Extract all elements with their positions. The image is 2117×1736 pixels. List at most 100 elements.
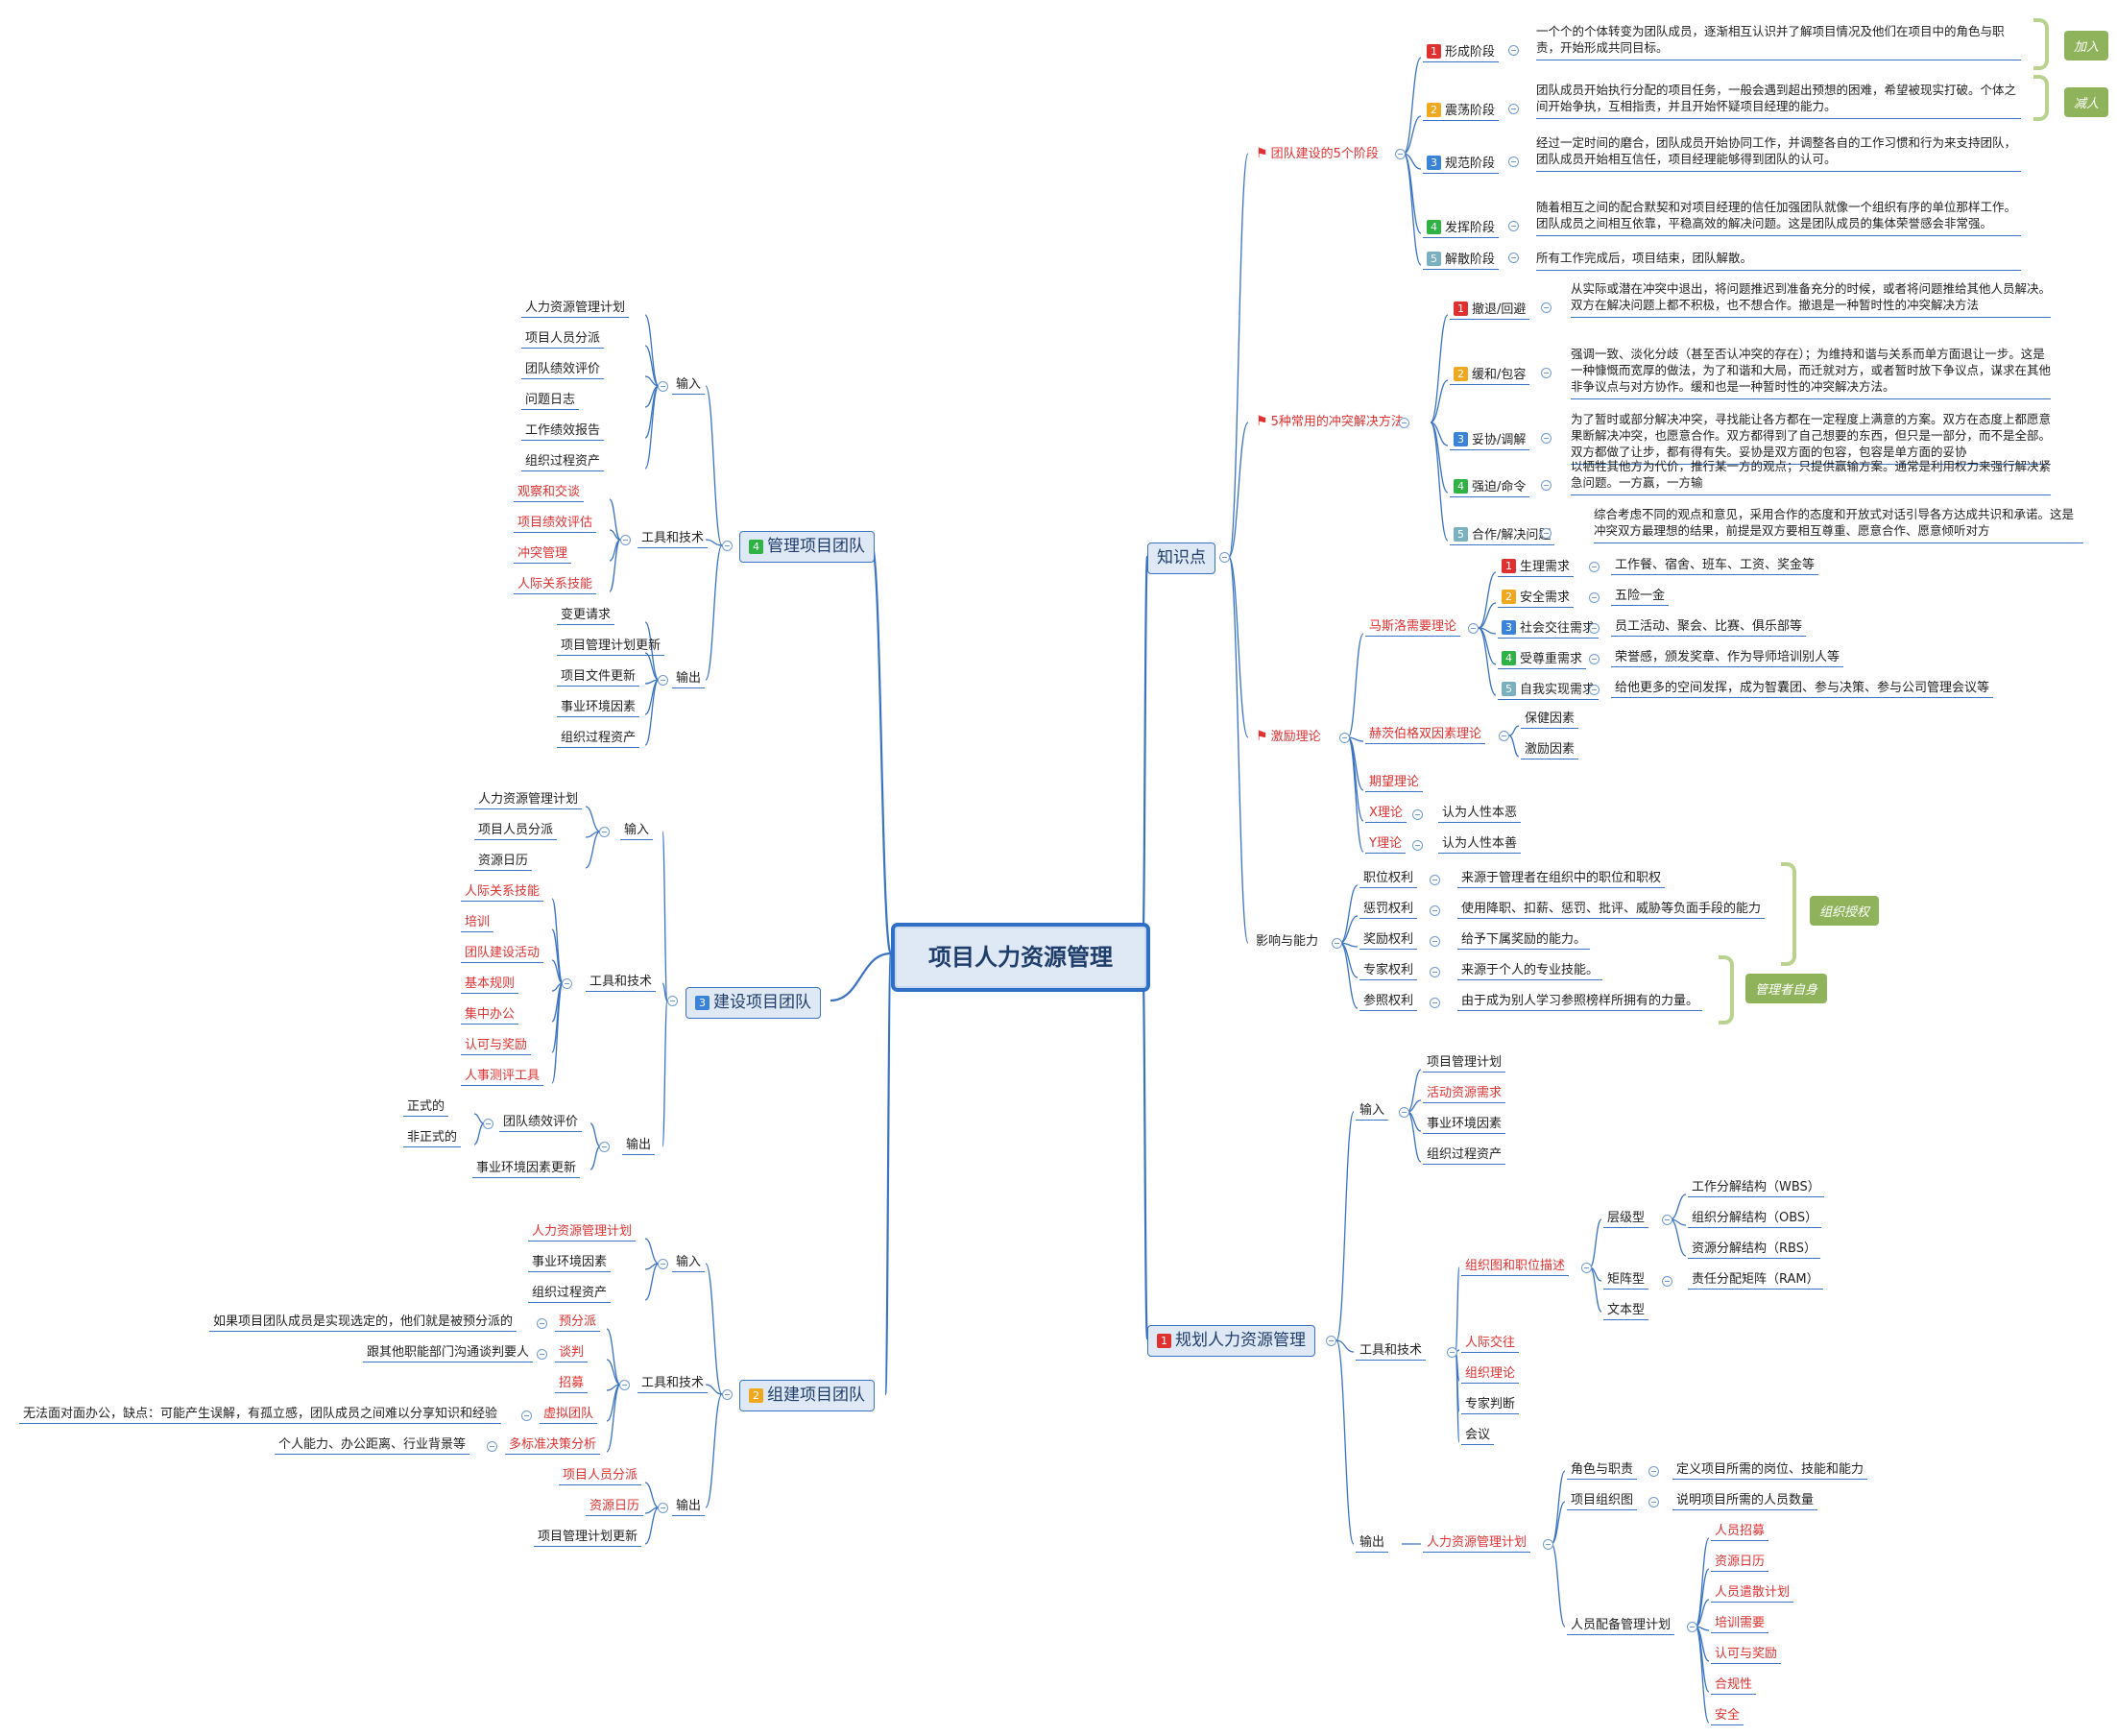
collapse-toggle-icon[interactable] xyxy=(1339,733,1350,743)
power-4[interactable]: 专家权利 xyxy=(1359,964,1418,980)
collapse-toggle-icon[interactable] xyxy=(1447,1347,1457,1358)
plan-org-diagram[interactable]: 项目组织图 xyxy=(1567,1494,1638,1510)
collapse-toggle-icon[interactable] xyxy=(1326,1336,1336,1346)
plan-hr-plan[interactable]: 人力资源管理计划 xyxy=(1423,1536,1531,1553)
collapse-toggle-icon[interactable] xyxy=(537,1318,547,1329)
plan-output[interactable]: 输出 xyxy=(1356,1536,1389,1553)
develop-tool-7[interactable]: 人事测评工具 xyxy=(461,1070,544,1086)
plan-input-2[interactable]: 活动资源需求 xyxy=(1423,1087,1506,1103)
collapse-toggle-icon[interactable] xyxy=(620,535,631,545)
staffing-6[interactable]: 合规性 xyxy=(1711,1678,1757,1695)
plan-tool-3[interactable]: 专家判断 xyxy=(1461,1398,1520,1414)
power-3[interactable]: 奖励权利 xyxy=(1359,933,1418,950)
manage-output[interactable]: 输出 xyxy=(672,672,706,688)
collapse-toggle-icon[interactable] xyxy=(1581,1263,1592,1273)
collapse-toggle-icon[interactable] xyxy=(1589,654,1600,664)
develop-team-eval[interactable]: 团队绩效评价 xyxy=(499,1116,583,1132)
collapse-toggle-icon[interactable] xyxy=(1430,905,1440,916)
manage-output-2[interactable]: 项目管理计划更新 xyxy=(557,639,665,656)
collapse-toggle-icon[interactable] xyxy=(1541,433,1552,444)
develop-tools[interactable]: 工具和技术 xyxy=(586,976,657,992)
plan-hier-2[interactable]: 组织分解结构（OBS） xyxy=(1688,1212,1822,1228)
develop-tool-4[interactable]: 基本规则 xyxy=(461,977,519,994)
develop-input[interactable]: 输入 xyxy=(620,824,654,840)
collapse-toggle-icon[interactable] xyxy=(1399,1107,1409,1118)
develop-eval-1[interactable]: 正式的 xyxy=(403,1100,449,1117)
herzberg-factor-1[interactable]: 保健因素 xyxy=(1521,712,1579,729)
develop-tool-3[interactable]: 团队建设活动 xyxy=(461,947,544,963)
manage-input-4[interactable]: 问题日志 xyxy=(521,394,580,410)
plan-input-4[interactable]: 组织过程资产 xyxy=(1423,1148,1506,1165)
acquire-input-2[interactable]: 事业环境因素 xyxy=(528,1256,612,1272)
acquire-tool-1[interactable]: 预分派 xyxy=(555,1315,601,1332)
develop-input-3[interactable]: 资源日历 xyxy=(474,855,533,871)
collapse-toggle-icon[interactable] xyxy=(1508,221,1519,231)
acquire-tool-5[interactable]: 多标准决策分析 xyxy=(505,1438,601,1455)
manage-input-1[interactable]: 人力资源管理计划 xyxy=(521,301,630,318)
collapse-toggle-icon[interactable] xyxy=(1541,368,1552,378)
collapse-toggle-icon[interactable] xyxy=(1589,623,1600,634)
collapse-toggle-icon[interactable] xyxy=(1430,967,1440,977)
manage-input-3[interactable]: 团队绩效评价 xyxy=(521,363,605,379)
manage-tool-3[interactable]: 冲突管理 xyxy=(514,547,572,564)
collapse-toggle-icon[interactable] xyxy=(1543,1539,1553,1550)
collapse-toggle-icon[interactable] xyxy=(619,1380,630,1390)
acquire-tool-2[interactable]: 谈判 xyxy=(555,1346,589,1362)
collapse-toggle-icon[interactable] xyxy=(537,1349,547,1360)
acquire-tool-4[interactable]: 虚拟团队 xyxy=(540,1408,598,1424)
manage-output-3[interactable]: 项目文件更新 xyxy=(557,670,640,687)
plan-tool-2[interactable]: 组织理论 xyxy=(1461,1367,1520,1384)
staffing-5[interactable]: 认可与奖励 xyxy=(1711,1648,1782,1664)
plan-tool-4[interactable]: 会议 xyxy=(1461,1429,1495,1445)
collapse-toggle-icon[interactable] xyxy=(1541,528,1552,539)
topic-theory-y[interactable]: Y理论 xyxy=(1365,837,1406,854)
plan-hierarchy[interactable]: 层级型 xyxy=(1603,1212,1649,1228)
manage-tool-1[interactable]: 观察和交谈 xyxy=(514,486,585,502)
acquire-input[interactable]: 输入 xyxy=(672,1256,706,1272)
collapse-toggle-icon[interactable] xyxy=(1412,840,1423,851)
staffing-1[interactable]: 人员招募 xyxy=(1711,1525,1769,1541)
plan-tools[interactable]: 工具和技术 xyxy=(1356,1344,1427,1361)
plan-chart-desc[interactable]: 说明项目所需的人员数量 xyxy=(1672,1494,1818,1510)
develop-input-2[interactable]: 项目人员分派 xyxy=(474,824,558,840)
collapse-toggle-icon[interactable] xyxy=(599,1142,610,1152)
collapse-toggle-icon[interactable] xyxy=(1648,1466,1659,1477)
collapse-toggle-icon[interactable] xyxy=(1412,809,1423,820)
collapse-toggle-icon[interactable] xyxy=(1430,998,1440,1008)
collapse-toggle-icon[interactable] xyxy=(1468,623,1479,634)
topic-maslow[interactable]: 马斯洛需要理论 xyxy=(1365,620,1461,637)
collapse-toggle-icon[interactable] xyxy=(1508,157,1519,167)
power-1[interactable]: 职位权利 xyxy=(1359,872,1418,888)
collapse-toggle-icon[interactable] xyxy=(487,1441,497,1452)
power-5[interactable]: 参照权利 xyxy=(1359,995,1418,1011)
topic-influence[interactable]: 影响与能力 xyxy=(1256,934,1319,949)
collapse-toggle-icon[interactable] xyxy=(667,996,678,1006)
plan-hier-3[interactable]: 资源分解结构（RBS） xyxy=(1688,1242,1820,1259)
staffing-4[interactable]: 培训需要 xyxy=(1711,1617,1769,1633)
topic-team-stages[interactable]: ⚑团队建设的5个阶段 xyxy=(1256,146,1379,161)
acquire-output-2[interactable]: 资源日历 xyxy=(586,1500,644,1516)
plan-text-type[interactable]: 文本型 xyxy=(1603,1304,1649,1320)
develop-tool-6[interactable]: 认可与奖励 xyxy=(461,1039,532,1055)
collapse-toggle-icon[interactable] xyxy=(1648,1497,1659,1507)
collapse-toggle-icon[interactable] xyxy=(1430,936,1440,947)
collapse-toggle-icon[interactable] xyxy=(658,675,668,686)
topic-herzberg[interactable]: 赫茨伯格双因素理论 xyxy=(1365,728,1486,744)
manage-tool-2[interactable]: 项目绩效评估 xyxy=(514,517,597,533)
manage-output-4[interactable]: 事业环境因素 xyxy=(557,701,640,717)
plan-hier-1[interactable]: 工作分解结构（WBS） xyxy=(1688,1181,1824,1197)
central-topic[interactable]: 项目人力资源管理 xyxy=(891,923,1150,992)
manage-output-5[interactable]: 组织过程资产 xyxy=(557,732,640,748)
topic-motivation[interactable]: ⚑激励理论 xyxy=(1256,729,1321,744)
plan-org-chart[interactable]: 组织图和职位描述 xyxy=(1461,1260,1570,1276)
staffing-2[interactable]: 资源日历 xyxy=(1711,1555,1769,1572)
develop-eval-2[interactable]: 非正式的 xyxy=(403,1131,462,1147)
